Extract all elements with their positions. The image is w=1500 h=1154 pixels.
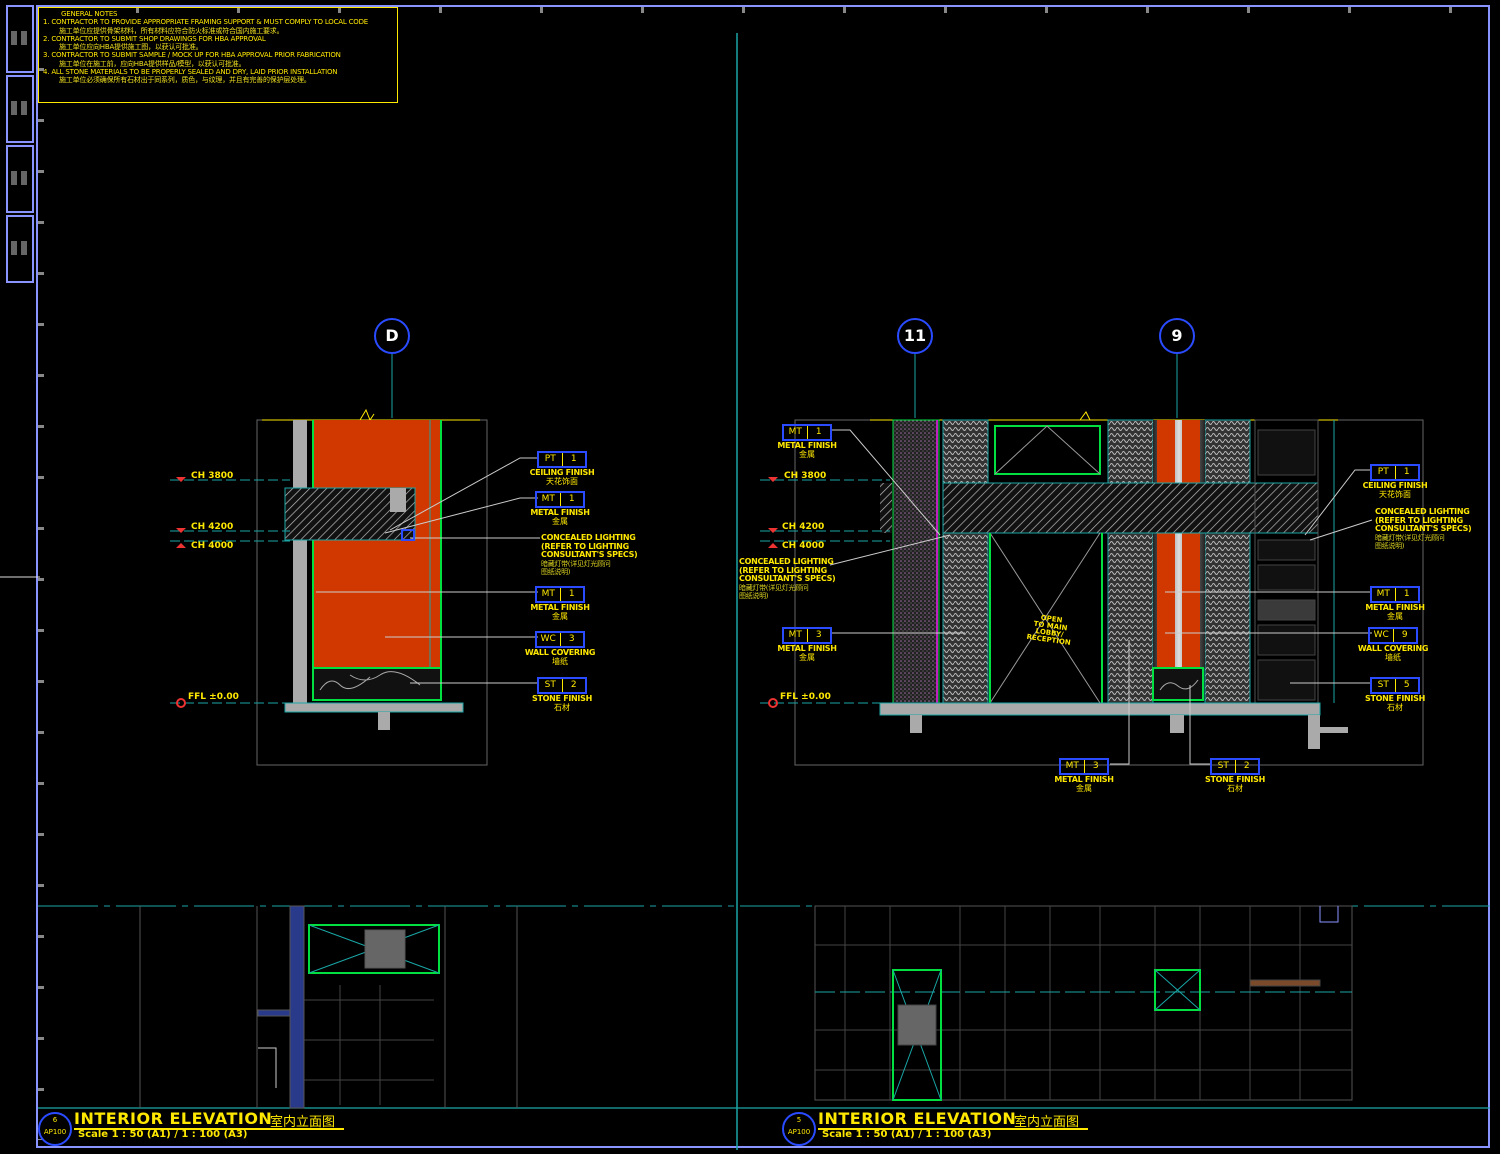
- elevation-right: [760, 352, 1424, 766]
- note-item: 1. CONTRACTOR TO PROVIDE APPROPRIATE FRA…: [43, 18, 368, 27]
- level-ch3: CH 4000: [191, 541, 234, 551]
- grid-bubble-9: 9: [1159, 318, 1195, 354]
- level-ffl: FFL ±0.00: [188, 692, 239, 702]
- drawing-scale: Scale 1 : 50 (A1) / 1 : 100 (A3): [78, 1129, 248, 1140]
- grid-bubble-11: 11: [897, 318, 933, 354]
- level-ch1: CH 3800: [784, 471, 827, 481]
- level-ch1: CH 3800: [191, 471, 234, 481]
- drawing-title: INTERIOR ELEVATION: [74, 1109, 273, 1128]
- note-item-cn: 施工单位必须确保所有石材出于同系列，质色，与纹理，并且有完善的保护层处理。: [59, 76, 311, 85]
- level-ch3: CH 4000: [782, 541, 825, 551]
- drawing-title-cn: 室内立面图: [1014, 1115, 1080, 1130]
- level-ch2: CH 4200: [782, 522, 825, 532]
- revision-strip-cell: [6, 215, 34, 283]
- note-item: 2. CONTRACTOR TO SUBMIT SHOP DRAWINGS FO…: [43, 34, 266, 43]
- drawing-title-cn: 室内立面图: [270, 1115, 336, 1130]
- note-item-cn: 施工单位应向HBA提供施工图，以获认可批准。: [59, 43, 203, 52]
- elevation-left: [170, 352, 540, 766]
- note-item-cn: 施工单位应提供骨架材料，所有材料应符合防火标准或符合国内施工要求。: [59, 26, 284, 35]
- level-ffl: FFL ±0.00: [780, 692, 831, 702]
- border-ticks-top: [38, 7, 1488, 13]
- note-item: 4. ALL STONE MATERIALS TO BE PROPERLY SE…: [43, 68, 338, 77]
- plan-left: [139, 905, 518, 1109]
- note-item-cn: 施工单位在施工前，应向HBA提供样品/模型，以获认可批准。: [59, 59, 246, 68]
- drawing-title: INTERIOR ELEVATION: [818, 1109, 1017, 1128]
- plan-right: [814, 905, 1353, 1101]
- revision-strip-cell: [6, 75, 34, 143]
- note-item: 3. CONTRACTOR TO SUBMIT SAMPLE / MOCK UP…: [43, 51, 341, 60]
- revision-strip-cell: [6, 5, 34, 73]
- general-notes: GENERAL NOTES 1. CONTRACTOR TO PROVIDE A…: [38, 7, 398, 103]
- level-ch2: CH 4200: [191, 522, 234, 532]
- border-ticks-left: [38, 20, 44, 1140]
- drawing-scale: Scale 1 : 50 (A1) / 1 : 100 (A3): [822, 1129, 992, 1140]
- revision-strip-cell: [6, 145, 34, 213]
- notes-heading: GENERAL NOTES: [61, 10, 118, 18]
- grid-bubble-d: D: [374, 318, 410, 354]
